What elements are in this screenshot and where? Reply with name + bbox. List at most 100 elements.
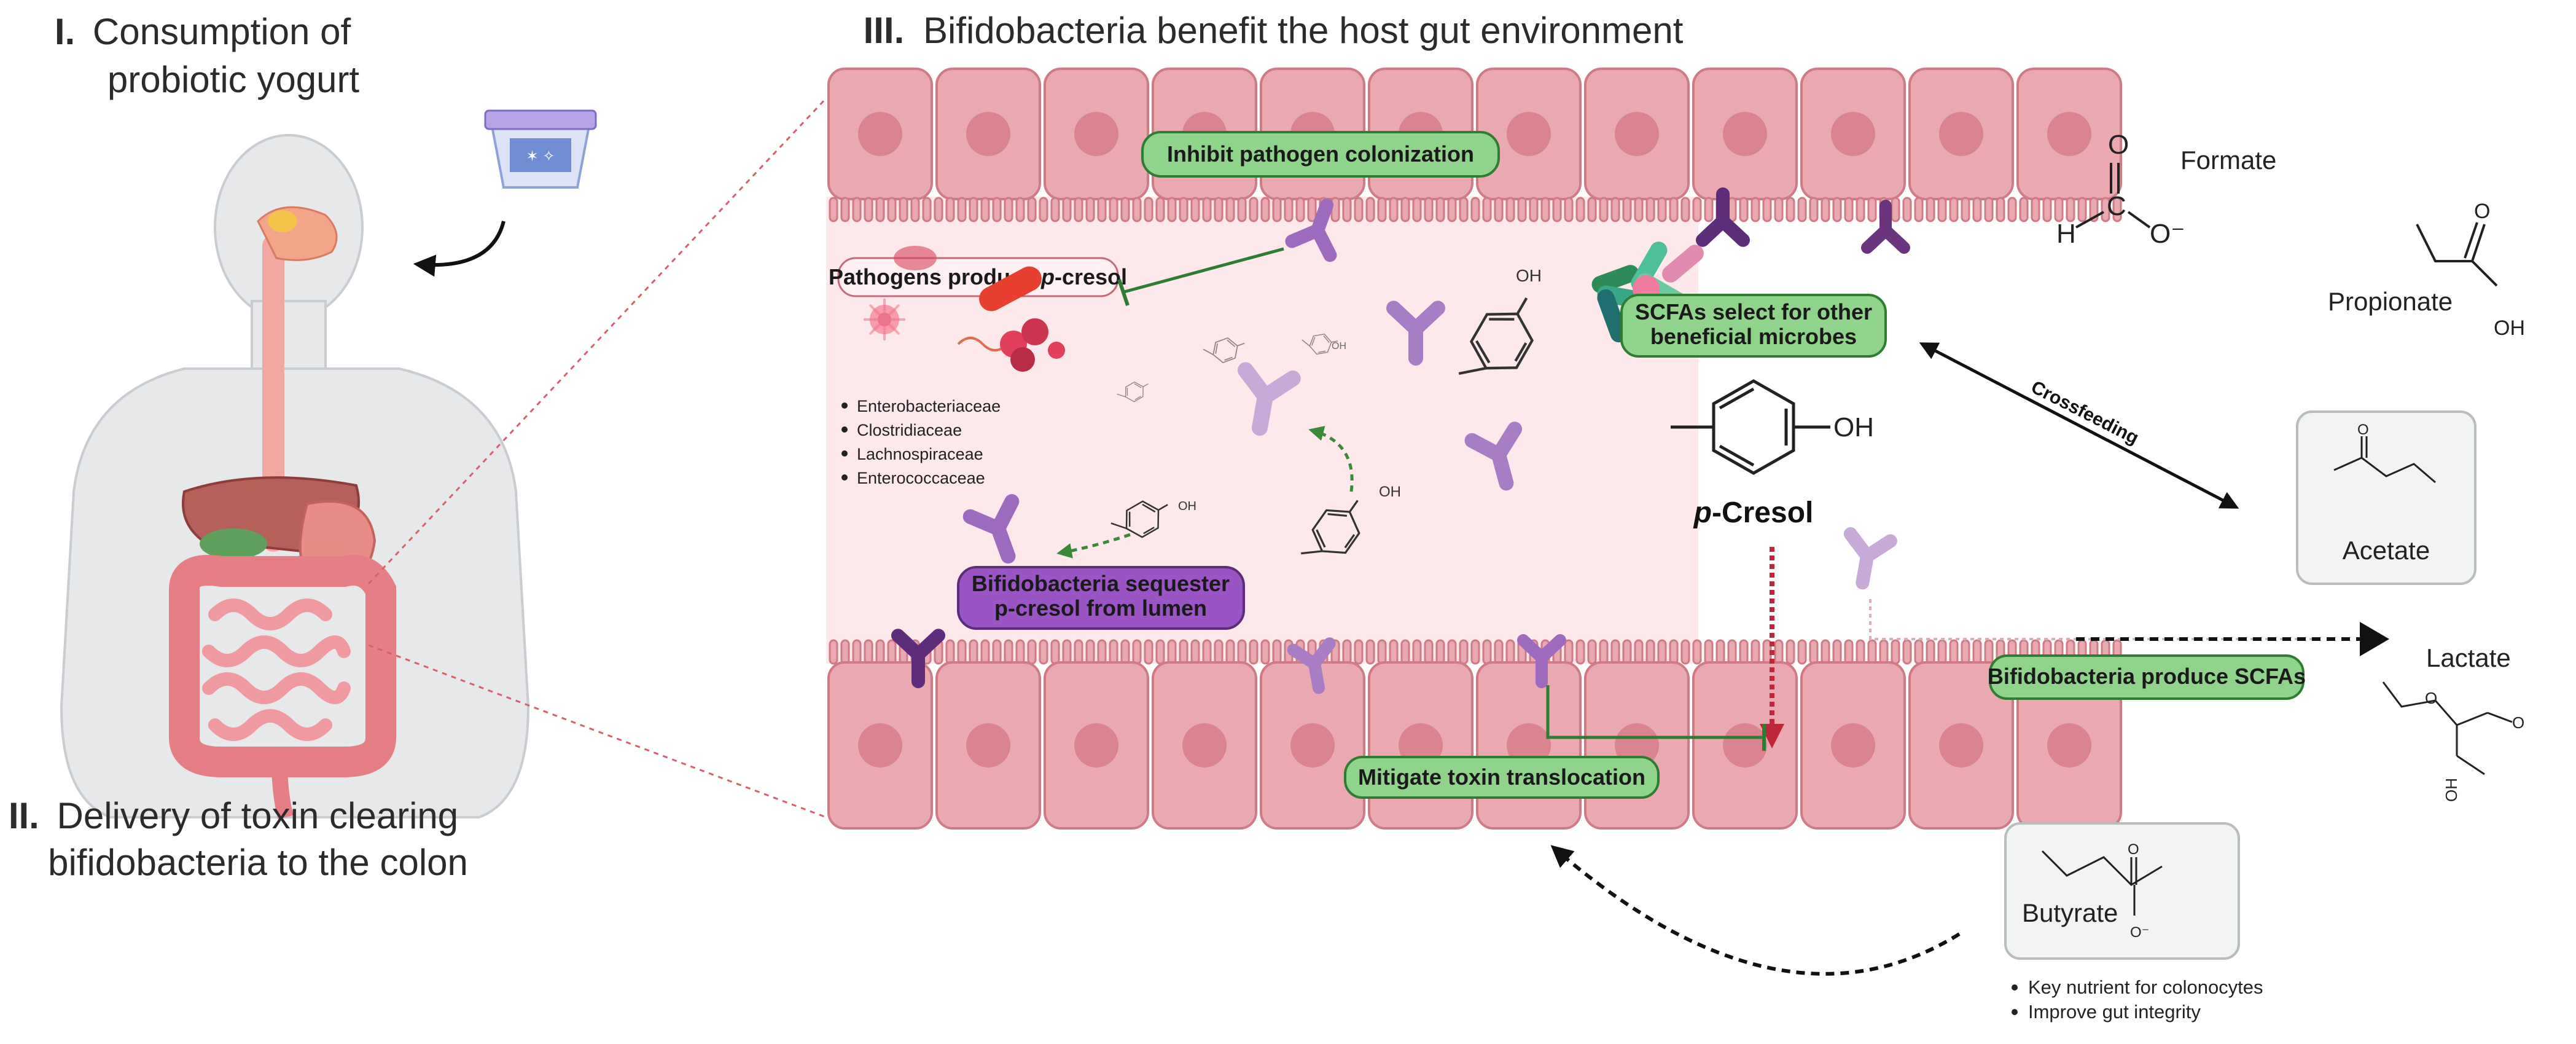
scfa-select-text-1: SCFAs select for other	[1635, 299, 1872, 324]
family-1: Enterobacteriaceae	[857, 397, 1001, 415]
colon	[169, 555, 396, 777]
sequester-arrow	[1056, 533, 1131, 559]
section-one-title: I. Consumption of probiotic yogurt	[55, 11, 360, 100]
produce-scfas-label: Bifidobacteria produce SCFAs	[1988, 654, 2306, 700]
formate-structure: C O H O⁻ Formate	[2056, 130, 2276, 249]
acetate-box: O Acetate	[2296, 410, 2476, 585]
sequester-text-1: Bifidobacteria sequester	[972, 571, 1230, 596]
formate-h: H	[2056, 219, 2076, 249]
small-intestine	[202, 599, 351, 741]
microvilli	[829, 197, 2122, 222]
cresol-medium-oh: OH	[1516, 266, 1542, 285]
uptake-arrow	[1308, 426, 1354, 492]
svg-text:II. Delivery of toxin cl: II. Delivery of toxin clearing	[9, 795, 458, 836]
p-cresol-oh: OH	[1833, 412, 1874, 442]
mitigate-label: Mitigate toxin translocation	[1344, 756, 1660, 799]
svg-text:Pathogens produce p-cresol: Pathogens produce p-cresol	[829, 264, 1127, 289]
section-three-title: III. Bifidobacteria benefit the host gut…	[864, 10, 1684, 51]
lactate-oh: OH	[2442, 778, 2461, 802]
svg-text:I. Consumption of: I. Consumption of	[55, 11, 351, 52]
butyrate-ominus: O⁻	[2130, 924, 2149, 941]
microvilli	[829, 639, 2122, 665]
cell-nucleus	[1723, 112, 1767, 156]
scfa-select-text-2: beneficial microbes	[1650, 324, 1857, 349]
cell-nucleus	[1831, 112, 1875, 156]
lactate-o: O	[2425, 689, 2437, 707]
cell-nucleus	[1723, 723, 1767, 767]
svg-text:p-Cresol: p-Cresol	[1693, 496, 1814, 529]
pathogens-text-b: p	[1040, 264, 1055, 289]
s2-line1: Delivery of toxin clearing	[57, 795, 459, 836]
yogurt-to-mouth-arrow	[413, 221, 505, 277]
section-two-title: II. Delivery of toxin clearing bifidobac…	[9, 795, 468, 883]
pathogens-text-c: -cresol	[1055, 264, 1127, 289]
cell-nucleus	[1074, 112, 1118, 156]
propionate-label: Propionate	[2328, 287, 2453, 316]
small-oh-1: OH	[1332, 341, 1346, 351]
formate-c: C	[2107, 191, 2126, 221]
cell-nucleus	[2047, 112, 2091, 156]
zoom-line-bottom	[368, 644, 827, 818]
cell-nucleus	[966, 723, 1010, 767]
butyrate-notes: Key nutrient for colonocytes Improve gut…	[2012, 976, 2263, 1022]
cell-nucleus	[1074, 723, 1118, 767]
s3-roman: III.	[864, 10, 905, 51]
produce-scfa-arrow	[1869, 599, 2322, 640]
yogurt-cup-icon: ✶ ✧	[484, 109, 597, 189]
cell-nucleus	[1615, 112, 1659, 156]
lactate-label: Lactate	[2426, 643, 2511, 672]
butyrate-label: Butyrate	[2022, 898, 2118, 927]
formate-ominus: O⁻	[2150, 219, 2185, 249]
s2-roman: II.	[9, 795, 39, 836]
butyrate-note-1: Key nutrient for colonocytes	[2028, 976, 2263, 998]
pathogen-cluster	[864, 246, 1065, 372]
pathogen-families-list: Enterobacteriaceae Clostridiaceae Lachno…	[841, 397, 1001, 487]
p-cresol-structure: OH p-Cresol	[1671, 379, 1874, 529]
butyrate-box: O O⁻ Butyrate	[2004, 822, 2240, 960]
formate-o-top: O	[2108, 130, 2129, 160]
formate-label: Formate	[2180, 146, 2276, 175]
cell-nucleus	[1290, 723, 1335, 767]
butyrate-o: O	[2128, 841, 2139, 858]
acetate-o: O	[2357, 422, 2369, 438]
family-2: Clostridiaceae	[857, 421, 962, 439]
cell-nucleus	[1507, 112, 1551, 156]
epithelium-bottom	[827, 639, 2122, 830]
mitigate-text: Mitigate toxin translocation	[1358, 764, 1645, 790]
produce-scfas-text: Bifidobacteria produce SCFAs	[1988, 664, 2306, 689]
propionate-o: O	[2474, 200, 2490, 223]
acetate-label: Acetate	[2343, 536, 2430, 565]
mitigate-inhibit-line	[1546, 685, 1766, 751]
cell-nucleus	[966, 112, 1010, 156]
s1-roman: I.	[55, 11, 75, 52]
p-cresol-rest: -Cresol	[1712, 496, 1813, 529]
family-3: Lachnospiraceae	[857, 445, 983, 463]
cell-nucleus	[2047, 723, 2091, 767]
small-oh-3: OH	[1379, 484, 1401, 500]
svg-text:✶ ✧: ✶ ✧	[526, 148, 555, 165]
cell-nucleus	[1831, 723, 1875, 767]
butyrate-to-gut-arrow	[1550, 845, 1961, 976]
crossfeeding-text: Crossfeeding	[2028, 377, 2142, 448]
lactate-o-2: O	[2512, 713, 2524, 732]
human-body-illustration	[60, 134, 530, 820]
lactate-structure: Lactate O O OH	[2382, 643, 2524, 802]
s1-line1: Consumption of	[93, 11, 351, 52]
inhibit-text: Inhibit pathogen colonization	[1167, 141, 1474, 167]
family-4: Enterococcaceae	[857, 469, 985, 487]
propionate-structure: O OH Propionate	[2328, 200, 2525, 340]
scfa-select-label: SCFAs select for other beneficial microb…	[1620, 294, 1887, 358]
cell-nucleus	[1182, 723, 1227, 767]
pathogens-label: Pathogens produce p-cresol	[829, 257, 1127, 297]
cell-nucleus	[1939, 723, 1983, 767]
butyrate-note-2: Improve gut integrity	[2028, 1001, 2201, 1022]
cell-nucleus	[858, 112, 902, 156]
p-cresol-p: p	[1693, 496, 1712, 529]
cell-nucleus	[1939, 112, 1983, 156]
inhibit-pathogen-label: Inhibit pathogen colonization	[1141, 131, 1500, 178]
s3-text: Bifidobacteria benefit the host gut envi…	[923, 10, 1684, 51]
s2-line2: bifidobacteria to the colon	[48, 842, 468, 883]
inhibit-line	[1117, 247, 1284, 306]
small-oh-2: OH	[1178, 500, 1196, 513]
